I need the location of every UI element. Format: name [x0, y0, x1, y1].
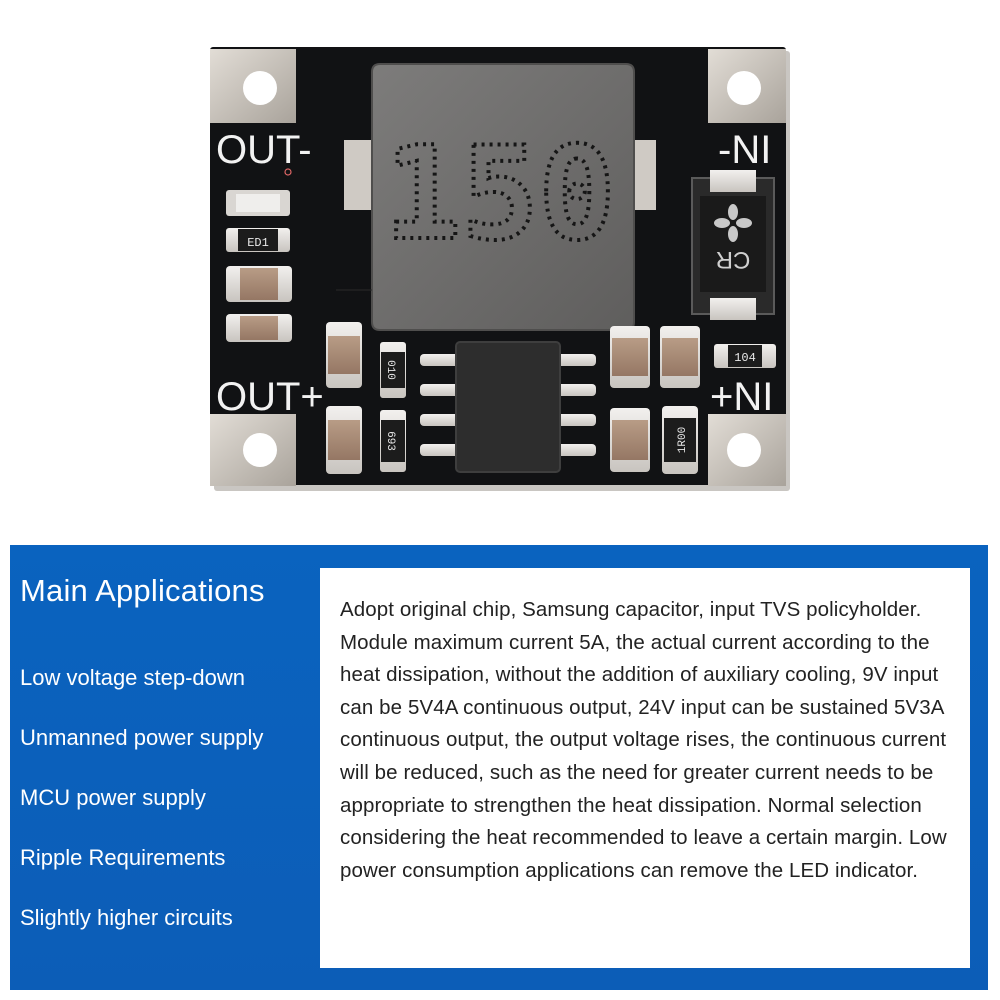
resistor-693: 693 — [380, 410, 406, 472]
capacitor-out-1 — [326, 322, 362, 388]
resistor-1r00-marking: 1R00 — [677, 427, 689, 453]
capacitor-in-2 — [660, 326, 700, 388]
application-item: Slightly higher circuits — [20, 905, 233, 930]
panel-title: Main Applications — [20, 573, 265, 608]
test-point — [284, 168, 292, 176]
description-box: Adopt original chip, Samsung capacitor, … — [320, 568, 970, 968]
resistor-010-marking: 010 — [384, 360, 396, 380]
tvs-diode-marking: CR — [716, 246, 751, 273]
resistor-ed1-marking: ED1 — [247, 236, 269, 250]
label-in-plus: +NI — [710, 375, 773, 419]
application-item: Unmanned power supply — [20, 725, 264, 750]
pcb-product-photo: OUT- OUT+ -NI +NI ED1 150 — [210, 47, 790, 491]
mounting-pads — [210, 49, 786, 486]
applications-panel: Main Applications Low voltage step-down … — [10, 545, 988, 990]
resistor-1r00: 1R00 — [662, 406, 698, 474]
ic-chip — [420, 341, 596, 473]
pcb-board-illustration: OUT- OUT+ -NI +NI ED1 150 — [210, 47, 790, 491]
led-indicator — [226, 190, 290, 216]
description-text: Adopt original chip, Samsung capacitor, … — [340, 598, 947, 882]
applications-list: Low voltage step-down Unmanned power sup… — [20, 660, 263, 960]
power-inductor: 150 — [344, 63, 656, 331]
resistor-ed1: ED1 — [226, 228, 290, 252]
inductor-marking: 150 — [384, 120, 615, 269]
label-out-minus: OUT- — [216, 128, 312, 172]
capacitor-104: 104 — [714, 344, 776, 368]
application-item: MCU power supply — [20, 785, 206, 810]
applications-sidebar: Main Applications Low voltage step-down … — [10, 545, 320, 990]
label-in-minus: -NI — [718, 128, 771, 172]
application-item: Ripple Requirements — [20, 845, 226, 870]
capacitor-in-1 — [610, 326, 650, 388]
capacitor-left-2 — [226, 314, 292, 342]
capacitor-out-2 — [326, 406, 362, 474]
capacitor-in-3 — [610, 408, 650, 472]
capacitor-left-1 — [226, 266, 292, 302]
capacitor-104-marking: 104 — [734, 351, 756, 365]
label-out-plus: OUT+ — [216, 375, 324, 419]
tvs-diode: CR — [691, 170, 775, 320]
application-item: Low voltage step-down — [20, 665, 246, 690]
resistor-693-marking: 693 — [384, 431, 396, 451]
resistor-010: 010 — [380, 342, 406, 398]
